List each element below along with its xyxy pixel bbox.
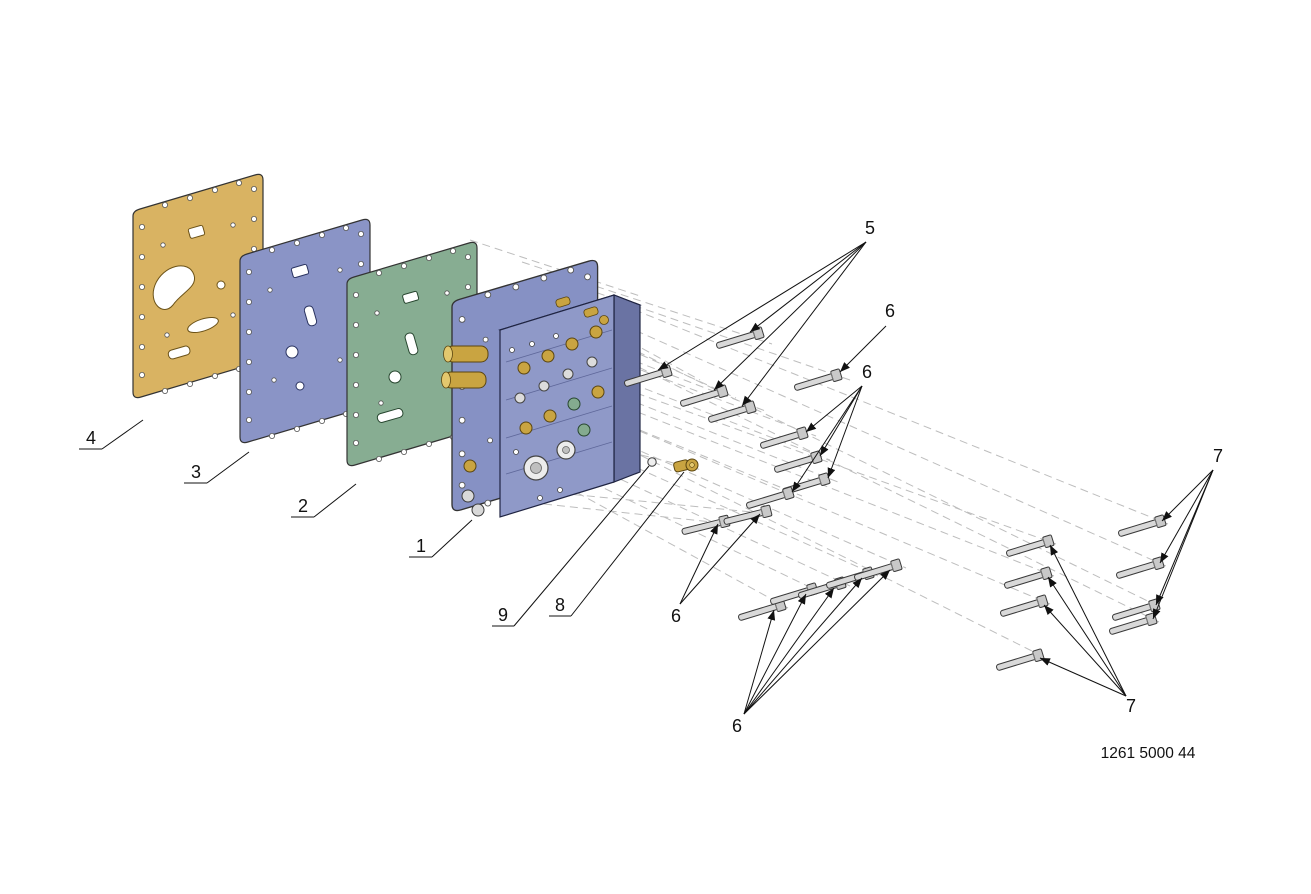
gasket-plate-blue	[239, 218, 371, 444]
callout-7b-label: 7	[1126, 696, 1136, 716]
top-studs	[555, 296, 609, 325]
callout-6c-label: 6	[671, 606, 681, 626]
callout-6b-label: 6	[862, 362, 872, 382]
gasket-plate-green	[346, 241, 478, 467]
separator-plate-tan	[132, 173, 264, 399]
callout-6a-label: 6	[885, 301, 895, 321]
callout-1-label: 1	[416, 536, 426, 556]
callout-labels: 4 3 2 1 9 8 5 6 6 6 6 7 7	[86, 218, 1223, 736]
callout-arrows	[657, 241, 1214, 715]
callout-8-label: 8	[555, 595, 565, 615]
brass-cylinders	[441, 345, 489, 389]
callout-5-label: 5	[865, 218, 875, 238]
body-ports	[463, 325, 605, 501]
valve-body	[441, 259, 642, 518]
brass-fitting	[673, 458, 699, 473]
body-hex-screws	[461, 489, 485, 517]
drawing-part-number: 1261 5000 44	[1101, 745, 1196, 762]
bolts	[622, 326, 1167, 674]
callout-6d-label: 6	[732, 716, 742, 736]
callout-3-label: 3	[191, 462, 201, 482]
callout-4-label: 4	[86, 428, 96, 448]
check-ball	[647, 457, 657, 467]
callout-7a-label: 7	[1213, 446, 1223, 466]
callout-2-label: 2	[298, 496, 308, 516]
callout-leaders	[79, 419, 685, 627]
callout-9-label: 9	[498, 605, 508, 625]
